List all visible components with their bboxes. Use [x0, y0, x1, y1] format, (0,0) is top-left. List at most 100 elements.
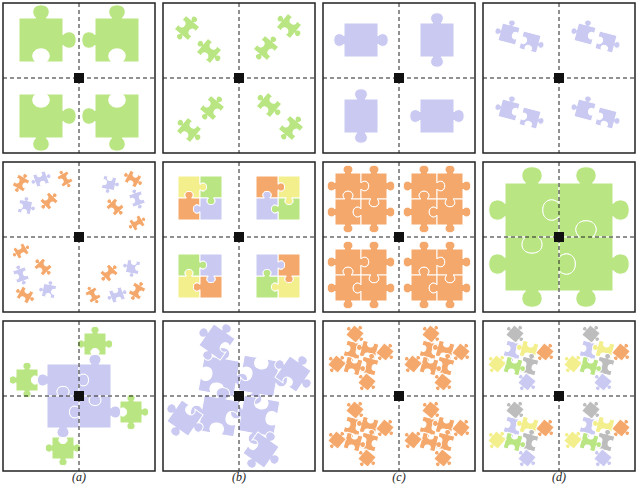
puzzle-piece: [82, 5, 139, 62]
piece-copy: [558, 425, 584, 452]
piece-copy: [101, 175, 121, 195]
puzzle-piece: [569, 92, 598, 121]
label-slot: (d): [529, 469, 589, 485]
center-marker: [74, 232, 84, 242]
puzzle-piece: [483, 349, 509, 376]
piece-copy: [163, 395, 209, 447]
piece-copy: [120, 394, 149, 429]
puzzle-piece: [11, 263, 30, 287]
piece-copy: [323, 349, 349, 376]
puzzle-piece: [55, 168, 75, 191]
piece-copy: [192, 35, 226, 67]
panel-frame: [323, 321, 475, 471]
piece-copy: [275, 111, 307, 145]
puzzle-piece: [13, 284, 38, 306]
piece-copy: [17, 196, 37, 216]
piece-copy: [483, 349, 509, 376]
piece-copy: [272, 10, 306, 42]
piece-group: [10, 168, 149, 307]
puzzle-piece: [10, 241, 33, 261]
piece-copy: [353, 199, 395, 233]
piece-group: [483, 321, 635, 471]
puzzle-piece: [97, 261, 121, 285]
symmetry-panel: [3, 3, 155, 153]
panel-frame: [483, 321, 635, 471]
piece-copy: [250, 31, 282, 65]
symmetry-panel: [482, 319, 635, 472]
piece-copy: [256, 254, 285, 276]
piece-copy: [569, 16, 598, 45]
piece-copy: [45, 437, 80, 466]
puzzle-piece: [489, 237, 575, 307]
piece-copy: [77, 326, 112, 355]
panel-frame: [323, 3, 475, 153]
piece-copy: [256, 191, 278, 220]
puzzle-piece: [410, 99, 464, 133]
piece-copy: [344, 89, 378, 143]
symmetry-panel: [156, 313, 322, 479]
piece-copy: [10, 241, 33, 261]
panel-frame: [163, 162, 315, 312]
piece-group: [323, 321, 475, 471]
puzzle-piece: [120, 394, 149, 429]
center-marker: [554, 391, 564, 401]
puzzle-piece: [10, 171, 32, 196]
puzzle-piece: [256, 254, 285, 276]
panel-frame: [323, 162, 475, 312]
panel-frame: [3, 321, 155, 471]
puzzle-piece: [45, 437, 80, 466]
puzzle-piece: [163, 395, 209, 447]
center-marker: [74, 391, 84, 401]
symmetry-panel: [163, 3, 315, 153]
puzzle-piece: [171, 11, 203, 45]
puzzle-piece: [101, 175, 121, 195]
panel-frame: [163, 321, 315, 471]
piece-copy: [196, 91, 228, 125]
puzzle-piece: [323, 425, 349, 452]
puzzle-piece: [595, 107, 622, 130]
piece-copy: [82, 94, 139, 151]
piece-copy: [420, 13, 454, 67]
puzzle-piece: [238, 426, 290, 471]
panel-label: (d): [529, 469, 589, 485]
symmetry-panel: [322, 319, 475, 472]
panel-frame: [483, 162, 635, 312]
piece-copy: [269, 345, 315, 397]
puzzle-piece: [19, 94, 76, 151]
panel-frame: [3, 3, 155, 153]
puzzle-piece: [429, 199, 471, 233]
puzzle-piece: [334, 23, 388, 57]
label-slot: (a): [49, 469, 109, 485]
piece-copy: [29, 169, 53, 188]
piece-copy: [19, 94, 76, 151]
puzzle-piece: [493, 92, 522, 121]
piece-copy: [83, 284, 103, 307]
piece-copy: [103, 195, 127, 219]
center-marker: [234, 232, 244, 242]
piece-group: [489, 167, 629, 307]
puzzle-piece: [269, 345, 315, 397]
puzzle-piece: [188, 321, 240, 366]
puzzle-piece: [275, 111, 307, 145]
center-marker: [74, 73, 84, 83]
piece-copy: [489, 237, 575, 307]
puzzle-piece: [121, 168, 146, 190]
puzzle-piece: [29, 169, 53, 188]
piece-copy: [410, 99, 464, 133]
puzzle-piece: [519, 107, 546, 130]
center-marker: [554, 73, 564, 83]
piece-copy: [171, 11, 203, 45]
panel-frame: [483, 3, 635, 153]
piece-copy: [19, 5, 76, 62]
symmetry-panel: [483, 3, 635, 153]
piece-copy: [188, 321, 240, 366]
piece-copy: [31, 255, 55, 279]
puzzle-piece: [353, 199, 395, 233]
symmetry-panel: [3, 321, 155, 471]
symmetry-panel: [323, 162, 475, 312]
piece-copy: [97, 261, 121, 285]
puzzle-piece: [105, 285, 129, 304]
puzzle-piece: [77, 326, 112, 355]
center-marker: [554, 232, 564, 242]
piece-group: [178, 176, 300, 298]
